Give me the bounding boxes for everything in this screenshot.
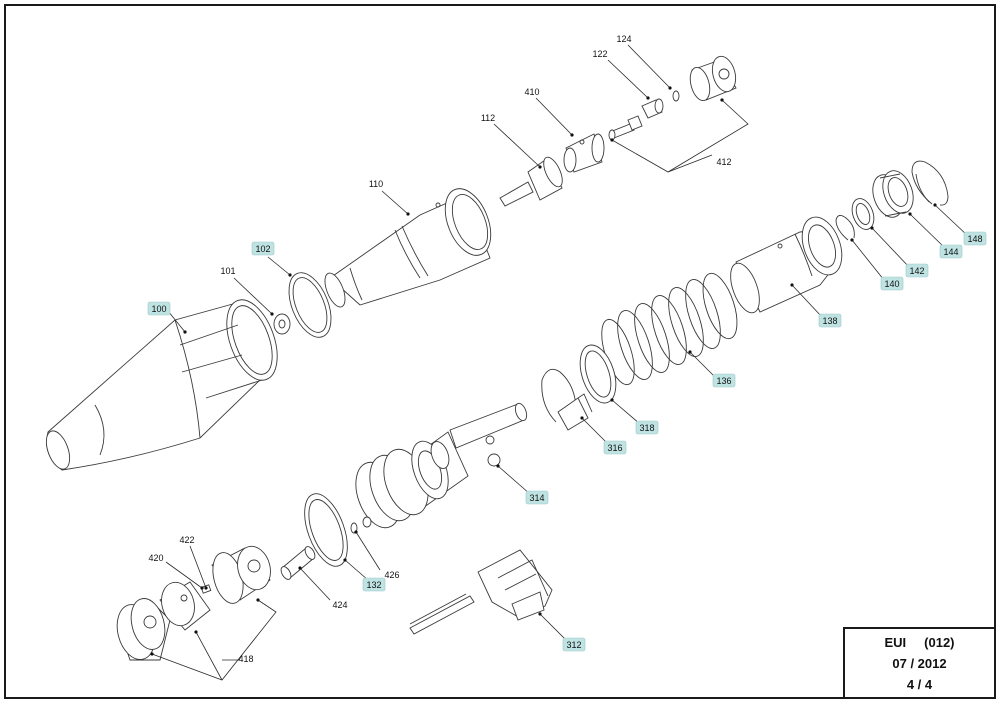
callout-148: 148 [963,231,987,246]
svg-text:110: 110 [369,179,383,189]
svg-text:101: 101 [220,266,235,276]
callout-112: 112 [481,113,495,123]
svg-text:140: 140 [884,279,899,289]
plunger-body-assembly [355,402,528,529]
title-date: 07 / 2012 [892,656,947,671]
callout-140: 140 [880,276,904,291]
part-138-tappet [730,216,843,314]
part-312-connector [409,549,553,635]
callout-102: 102 [251,241,275,256]
title-block: EUI (012) 07 / 2012 4 / 4 [843,627,996,699]
svg-text:148: 148 [967,234,982,244]
part-136-spring [601,272,738,386]
part-424-tube [280,546,316,580]
part-144-spring-seat [872,170,914,218]
svg-text:136: 136 [716,376,731,386]
callout-316: 316 [603,440,627,455]
part-100-housing [45,299,278,471]
callout-420: 420 [148,553,163,563]
part-140-snap-ring [835,215,855,241]
callout-312: 312 [562,637,586,652]
title-model-row: EUI (012) [845,632,994,653]
svg-text:142: 142 [909,266,924,276]
callout-422: 422 [179,535,194,545]
part-142-ring [851,198,875,230]
part-418-solenoid-assembly [116,545,271,661]
svg-text:124: 124 [616,34,631,44]
callout-418: 418 [238,654,253,664]
callout-410: 410 [524,87,539,97]
callout-426: 426 [384,570,399,580]
part-102-oring [288,272,332,338]
svg-text:132: 132 [366,580,381,590]
part-112-nozzle [499,156,563,207]
title-code: (012) [924,635,955,650]
callout-122: 122 [592,49,607,59]
part-148-circlip [911,160,949,206]
svg-text:420: 420 [148,553,163,563]
part-318-ring [579,344,617,404]
svg-text:102: 102 [255,244,270,254]
part-410-valve-body [563,133,605,173]
svg-text:122: 122 [592,49,607,59]
callout-124: 124 [616,34,631,44]
part-316-clip [541,368,593,431]
svg-text:112: 112 [481,113,495,123]
svg-text:418: 418 [238,654,253,664]
svg-text:422: 422 [179,535,194,545]
callout-110: 110 [369,179,383,189]
callout-132: 132 [362,577,386,592]
callout-100: 100 [147,301,171,316]
callout-101: 101 [220,266,235,276]
svg-text:144: 144 [943,247,958,257]
svg-text:412: 412 [716,157,731,167]
svg-text:100: 100 [151,304,166,314]
svg-text:314: 314 [529,493,544,503]
svg-text:426: 426 [384,570,399,580]
callout-136: 136 [712,373,736,388]
svg-text:410: 410 [524,87,539,97]
part-101-washer [273,313,291,335]
part-132-oring [304,493,348,567]
svg-text:312: 312 [566,640,581,650]
callout-142: 142 [905,263,929,278]
title-page: 4 / 4 [906,677,933,692]
callout-424: 424 [332,600,347,610]
callout-412: 412 [716,157,731,167]
drawing-frame [4,4,996,699]
part-314-ball [487,453,501,467]
leader-lines [150,44,969,681]
callout-314: 314 [525,490,549,505]
callout-318: 318 [635,420,659,435]
callout-144: 144 [939,244,963,259]
svg-text:318: 318 [639,423,654,433]
svg-text:316: 316 [607,443,622,453]
part-412-valve-assembly [608,55,737,141]
callout-138: 138 [818,313,842,328]
svg-text:424: 424 [332,600,347,610]
svg-text:138: 138 [822,316,837,326]
title-model: EUI [884,635,907,650]
part-110-sleeve [324,188,492,308]
part-426-seal [350,516,372,534]
